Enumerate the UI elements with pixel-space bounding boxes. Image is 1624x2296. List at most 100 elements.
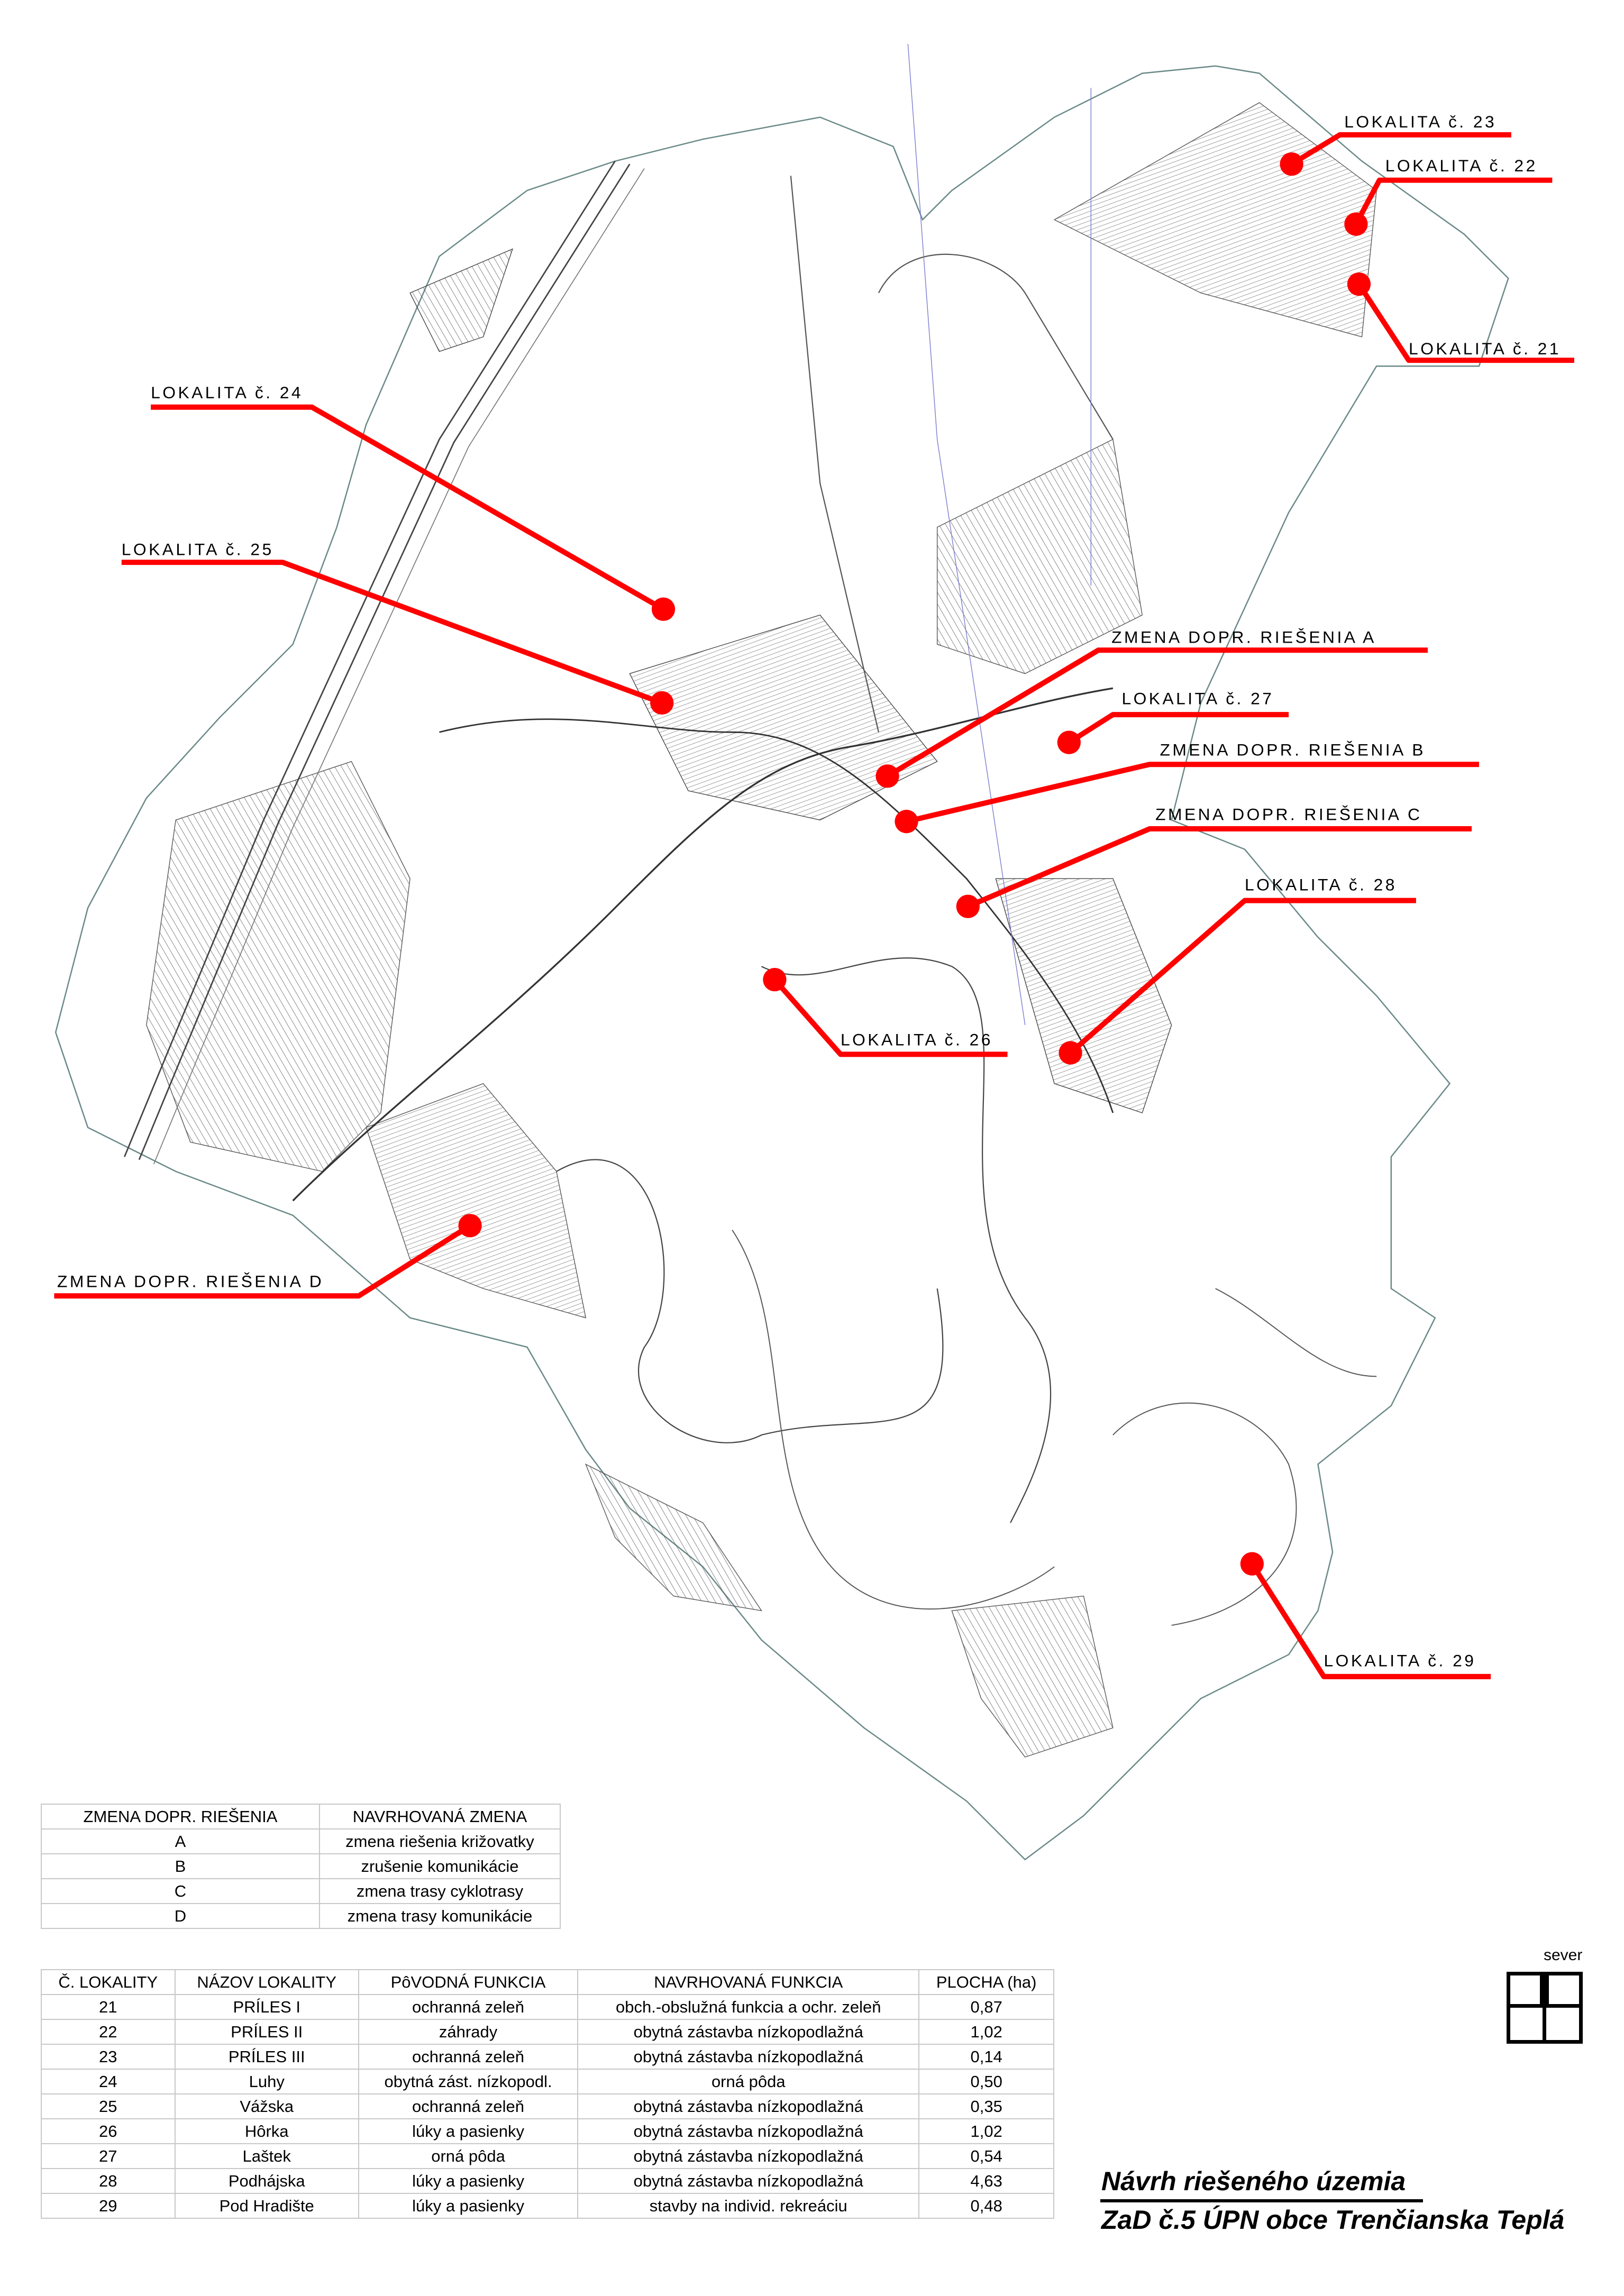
location-marker[interactable] <box>895 810 918 834</box>
callout-label: ZMENA DOPR. RIEŠENIA C <box>1155 804 1422 824</box>
callout-label: LOKALITA č. 29 <box>1324 1651 1476 1670</box>
callout-lokalita-28: LOKALITA č. 28 <box>1059 875 1416 1065</box>
table-cell: lúky a pasienky <box>358 2193 579 2219</box>
table-cell: lúky a pasienky <box>358 2118 579 2144</box>
table-cell: Hôrka <box>174 2118 359 2144</box>
table-cell: 0,14 <box>918 2044 1054 2070</box>
table-cell: stavby na individ. rekreáciu <box>577 2193 920 2219</box>
callout-lokalita-27: LOKALITA č. 27 <box>1057 689 1289 754</box>
callout-zmena-b: ZMENA DOPR. RIEŠENIA B <box>895 740 1479 834</box>
location-marker[interactable] <box>1280 152 1303 176</box>
table-cell: 22 <box>41 2019 176 2045</box>
table-cell: 1,02 <box>918 2118 1054 2144</box>
location-marker[interactable] <box>458 1214 482 1238</box>
table-cell: 23 <box>41 2044 176 2070</box>
callout-label: LOKALITA č. 22 <box>1385 156 1538 175</box>
location-marker[interactable] <box>1057 730 1081 754</box>
location-marker[interactable] <box>956 894 980 918</box>
location-marker[interactable] <box>650 691 674 715</box>
table-cell: PRÍLES I <box>174 1994 359 2020</box>
callout-label: LOKALITA č. 27 <box>1121 689 1274 708</box>
callout-label: LOKALITA č. 28 <box>1245 875 1397 894</box>
table-cell: ochranná zeleň <box>358 2044 579 2070</box>
table-cell: obytná zástavba nízkopodlažná <box>577 2019 920 2045</box>
north-arrow-icon <box>1507 1972 1583 2044</box>
map-title: Návrh riešeného územia <box>1101 2166 1406 2196</box>
table-cell: zmena trasy cyklotrasy <box>319 1878 561 1904</box>
callout-zmena-a: ZMENA DOPR. RIEŠENIA A <box>875 627 1428 788</box>
callout-lokalita-21: LOKALITA č. 21 <box>1347 272 1574 363</box>
map-subtitle: ZaD č.5 ÚPN obce Trenčianska Teplá <box>1101 2205 1565 2235</box>
table-cell: C <box>41 1878 320 1904</box>
table-cell: 21 <box>41 1994 176 2020</box>
table-cell: lúky a pasienky <box>358 2168 579 2194</box>
location-marker[interactable] <box>651 597 676 621</box>
table-cell: 28 <box>41 2168 176 2194</box>
table-cell: PRÍLES II <box>174 2019 359 2045</box>
location-marker[interactable] <box>875 764 899 788</box>
callout-label: LOKALITA č. 21 <box>1409 339 1561 358</box>
location-marker[interactable] <box>763 968 787 992</box>
table-cell: zmena trasy komunikácie <box>319 1903 561 1929</box>
callout-label: LOKALITA č. 26 <box>841 1030 993 1049</box>
table-cell: D <box>41 1903 320 1929</box>
table-cell: ochranná zeleň <box>358 1994 579 2020</box>
column-header: Č. LOKALITY <box>41 1969 176 1995</box>
table-cell: 25 <box>41 2093 176 2119</box>
callout-lokalita-29: LOKALITA č. 29 <box>1240 1552 1491 1679</box>
location-marker[interactable] <box>1059 1041 1082 1065</box>
column-header: ZMENA DOPR. RIEŠENIA <box>41 1804 320 1830</box>
table-cell: orná pôda <box>577 2069 920 2094</box>
table-cell: obytná zástavba nízkopodlažná <box>577 2168 920 2194</box>
column-header: NAVRHOVANÁ ZMENA <box>319 1804 561 1830</box>
table-cell: obytná zástavba nízkopodlažná <box>577 2118 920 2144</box>
table-cell: 0,48 <box>918 2193 1054 2219</box>
table-cell: obch.-obslužná funkcia a ochr. zeleň <box>577 1994 920 2020</box>
column-header: PôVODNÁ FUNKCIA <box>358 1969 579 1995</box>
table-cell: 1,02 <box>918 2019 1054 2045</box>
table-cell: 4,63 <box>918 2168 1054 2194</box>
column-header: NÁZOV LOKALITY <box>174 1969 359 1995</box>
table-cell: záhrady <box>358 2019 579 2045</box>
table-cell: 0,35 <box>918 2093 1054 2119</box>
table-cell: 29 <box>41 2193 176 2219</box>
table-cell: 24 <box>41 2069 176 2094</box>
table-cell: B <box>41 1853 320 1879</box>
table-cell: Podhájska <box>174 2168 359 2194</box>
location-marker[interactable] <box>1240 1552 1264 1576</box>
table-cell: obytná zástavba nízkopodlažná <box>577 2093 920 2119</box>
table-cell: 0,50 <box>918 2069 1054 2094</box>
table-cell: A <box>41 1828 320 1854</box>
table-cell: Laštek <box>174 2143 359 2169</box>
table-cell: 26 <box>41 2118 176 2144</box>
north-arrow-label: sever <box>1544 1946 1583 1964</box>
location-marker[interactable] <box>1344 212 1368 236</box>
table-cell: 0,87 <box>918 1994 1054 2020</box>
callout-label: LOKALITA č. 23 <box>1344 112 1497 131</box>
localities-table: Č. LOKALITY NÁZOV LOKALITY PôVODNÁ FUNKC… <box>41 1969 1054 2219</box>
table-cell: orná pôda <box>358 2143 579 2169</box>
callout-zmena-c: ZMENA DOPR. RIEŠENIA C <box>956 804 1472 918</box>
territory-map <box>54 44 1509 1861</box>
table-header-row: Č. LOKALITY NÁZOV LOKALITY PôVODNÁ FUNKC… <box>41 1969 1054 1995</box>
table-cell: ochranná zeleň <box>358 2093 579 2119</box>
location-marker[interactable] <box>1347 272 1371 296</box>
callout-lokalita-26: LOKALITA č. 26 <box>763 968 1008 1057</box>
column-header: PLOCHA (ha) <box>918 1969 1054 1995</box>
callout-lokalita-25: LOKALITA č. 25 <box>122 539 674 715</box>
callout-lokalita-22: LOKALITA č. 22 <box>1344 156 1553 236</box>
table-cell: obytná zást. nízkopodl. <box>358 2069 579 2094</box>
